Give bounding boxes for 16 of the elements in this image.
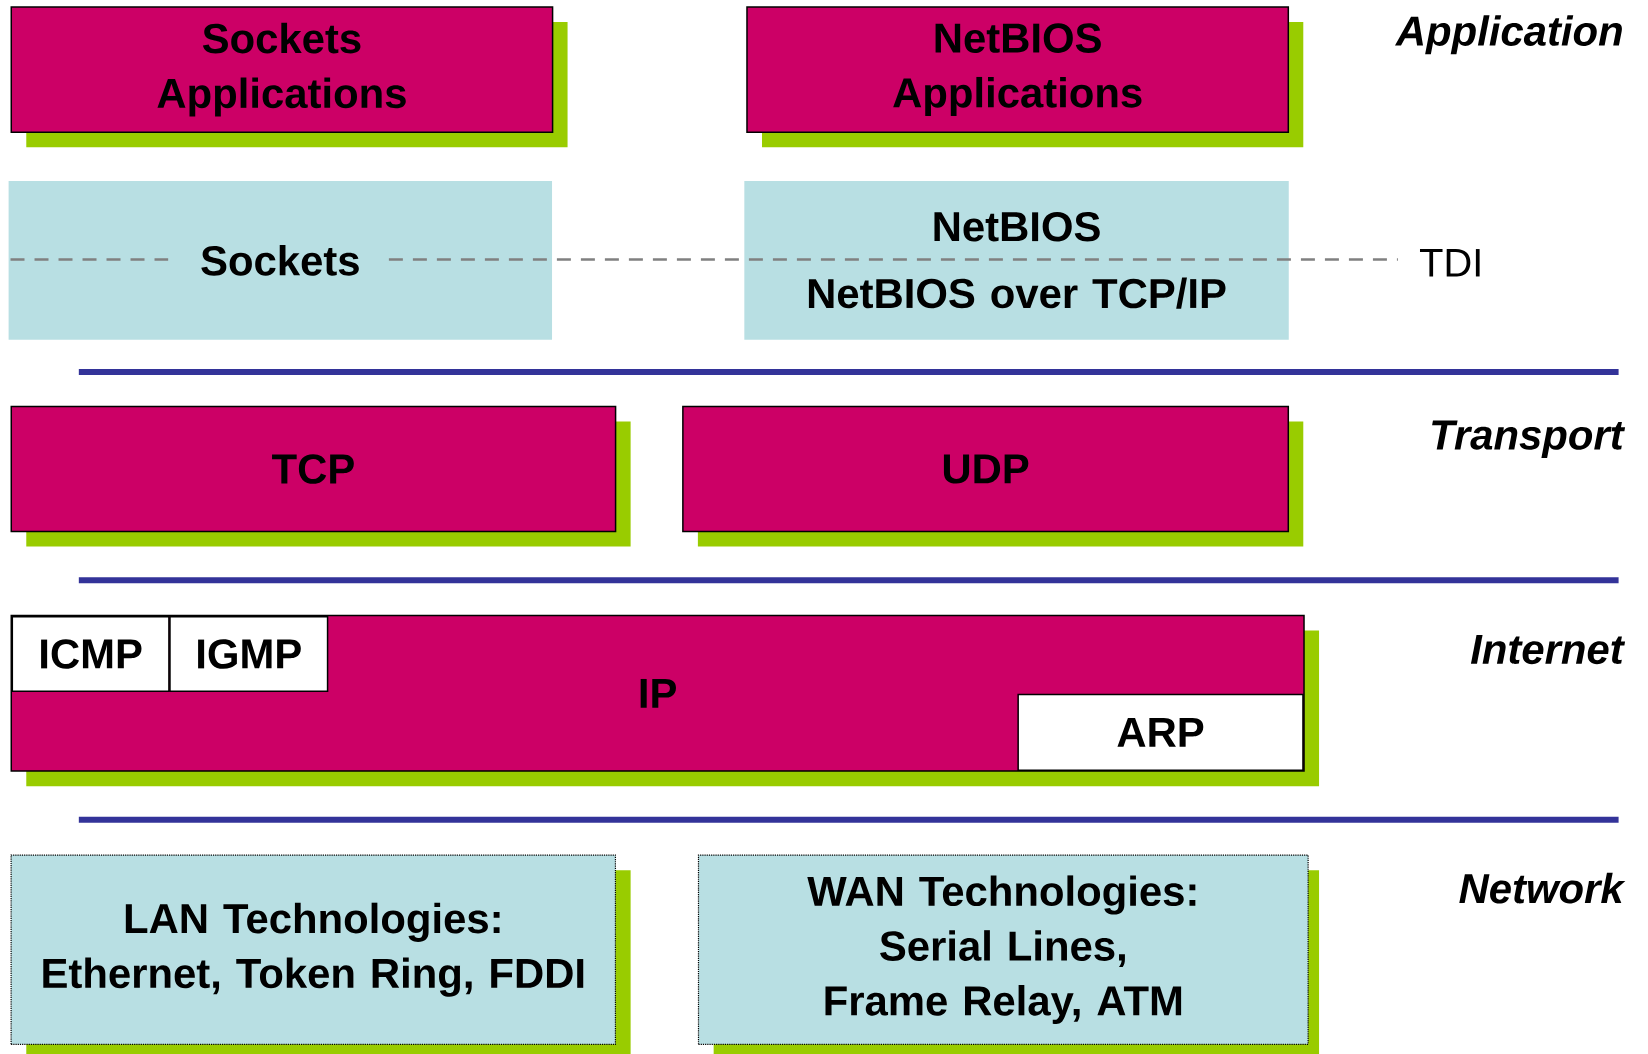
protocol-box: IGMP [169, 615, 329, 692]
network-box: LAN Technologies: Ethernet, Token Ring, FDDI [10, 854, 631, 1054]
interface-box: Sockets [8, 180, 553, 340]
interface-label: TDI [1420, 249, 1480, 277]
layer-label: Transport [1432, 420, 1626, 458]
layer-label: Application [1394, 15, 1622, 55]
layer-label: Internet [1470, 634, 1626, 665]
protocol-box: ICMP [11, 615, 170, 692]
network-box: WAN Technologies: Serial Lines, Frame Relay, ATM [697, 854, 1320, 1054]
protocol-box: Sockets Applications [10, 6, 568, 148]
interface-box: NetBIOS NetBIOS over TCP/IP [744, 180, 1289, 340]
protocol-box: NetBIOS Applications [746, 6, 1304, 148]
protocol-box: TCP [10, 405, 631, 547]
protocol-box: ARP [1017, 693, 1304, 771]
layer-label: Network [1459, 872, 1626, 904]
protocol-box: UDP [682, 405, 1304, 547]
